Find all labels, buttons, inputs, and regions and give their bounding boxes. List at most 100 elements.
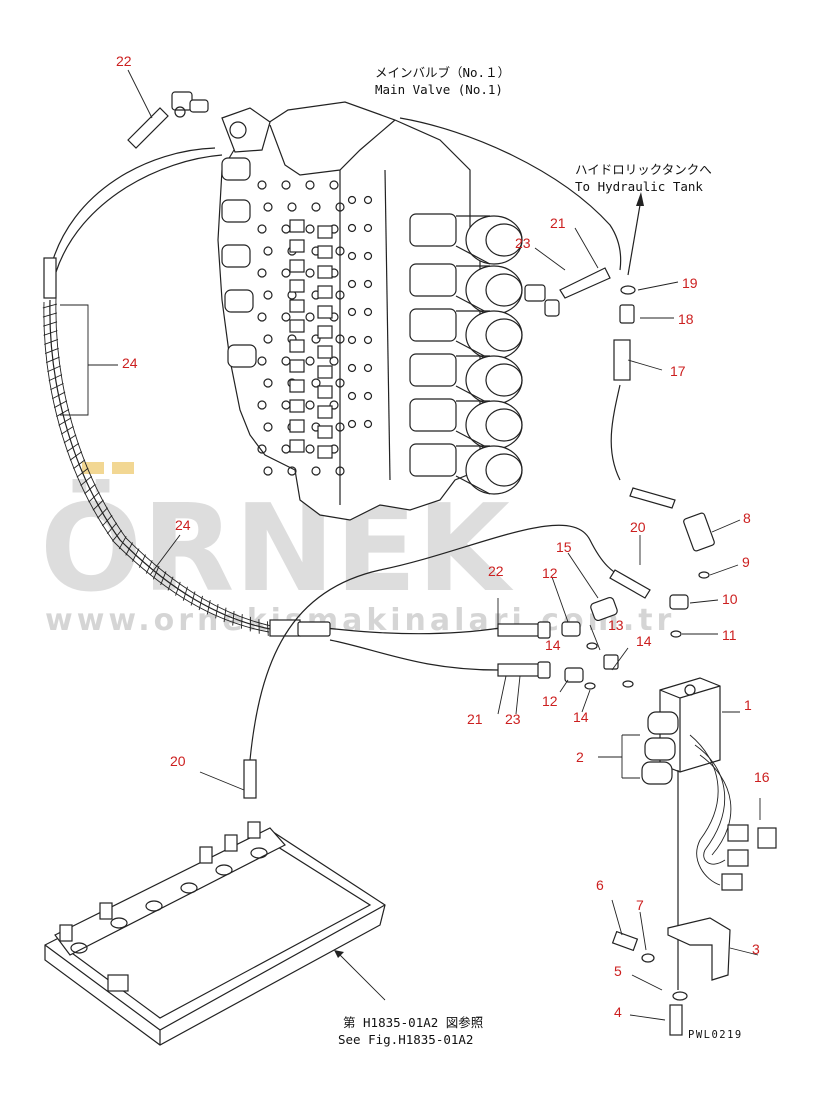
callout-14: 14 <box>545 637 561 653</box>
callout-1: 1 <box>744 697 752 713</box>
left-port <box>224 289 254 313</box>
valve-hole <box>257 268 267 278</box>
callout-9: 9 <box>742 554 750 570</box>
spool-cap <box>465 355 523 405</box>
nut-21-mid <box>537 661 551 679</box>
oring-11 <box>670 630 682 638</box>
callout-21: 21 <box>467 711 483 727</box>
valve-hole <box>363 391 373 401</box>
valve-plug <box>289 239 305 253</box>
spool-edge <box>455 445 491 495</box>
valve-hole <box>263 378 273 388</box>
valve-hole <box>347 363 357 373</box>
frame-lug <box>107 974 129 992</box>
main-valve-en: Main Valve (No.1) <box>375 82 503 97</box>
hose-fitting-upper <box>43 257 57 299</box>
valve-hole <box>281 312 291 322</box>
spring-guard <box>49 299 276 631</box>
valve-plug <box>289 279 305 293</box>
valve-plug <box>317 385 333 399</box>
adapter-18 <box>619 304 635 324</box>
oring-14-lower <box>584 682 596 690</box>
fitting-22-mid <box>497 623 541 637</box>
manifold-hole <box>145 900 163 912</box>
spring-coil <box>66 442 80 452</box>
tank-arrow-head <box>636 192 644 206</box>
left-port <box>221 199 251 223</box>
callout-20: 20 <box>170 753 186 769</box>
valve-hole <box>347 195 357 205</box>
spring-coil <box>240 614 243 629</box>
hose-end-20-lower <box>243 759 257 799</box>
valve-plug <box>289 219 305 233</box>
valve-hole <box>363 251 373 261</box>
spring-coil <box>47 365 61 373</box>
valve-left-ports <box>221 157 257 368</box>
spool-cap <box>465 310 523 360</box>
base-frame <box>44 821 386 1046</box>
spool-cap-face <box>485 408 523 442</box>
hose-upper-outer <box>55 154 223 273</box>
spool-body <box>409 263 457 297</box>
spring-coil <box>145 560 153 574</box>
left-port <box>227 344 257 368</box>
bracket-24 <box>60 304 89 416</box>
spring-coil <box>266 621 269 636</box>
connector <box>727 824 749 842</box>
manifold-hole <box>250 847 268 859</box>
callout-7: 7 <box>636 897 644 913</box>
spring-coil <box>44 339 59 345</box>
oring-19 <box>620 285 636 295</box>
frame-edges <box>44 904 386 1045</box>
valve-hole <box>305 400 315 410</box>
valve-hole <box>335 290 345 300</box>
valve-hole <box>305 444 315 454</box>
valve-hole <box>335 378 345 388</box>
tank-jp: ハイドロリックタンクへ <box>575 162 712 177</box>
valve-hole <box>257 312 267 322</box>
callout-12: 12 <box>542 693 558 709</box>
connector <box>727 849 749 867</box>
manifold-bar <box>54 827 286 956</box>
left-hose-assembly <box>42 91 501 637</box>
valve-hole <box>363 195 373 205</box>
valve-hole <box>257 224 267 234</box>
spring-coil <box>43 321 58 327</box>
valve-hole <box>257 400 267 410</box>
spring-coil <box>106 522 118 535</box>
leader-lines <box>88 69 759 1021</box>
valve-hole <box>363 419 373 429</box>
callout-23: 23 <box>505 711 521 727</box>
valve-plug <box>317 445 333 459</box>
plug-13 <box>603 654 619 670</box>
valve-plug <box>289 339 305 353</box>
valve-hole <box>263 466 273 476</box>
nut-22-mid <box>537 621 551 639</box>
watermark-brand: ÖRNEK <box>40 479 514 619</box>
see-en: See Fig.H1835-01A2 <box>338 1032 473 1047</box>
manifold-hole <box>180 882 198 894</box>
spring-coil <box>48 374 63 382</box>
spring-guard-coils <box>42 297 282 636</box>
valve-hole <box>287 466 297 476</box>
valve-plug <box>317 285 333 299</box>
fitting-21-top <box>559 267 611 299</box>
pressure-switch-8 <box>683 512 715 552</box>
valve-hole <box>335 202 345 212</box>
valve-plug <box>289 299 305 313</box>
spool-cap <box>465 215 523 265</box>
manifold-hole <box>70 942 88 954</box>
valve-hole <box>257 356 267 366</box>
spring-edge <box>43 301 270 633</box>
callout-22: 22 <box>116 53 132 69</box>
spring-coil <box>97 507 108 519</box>
manifold-nipple <box>224 834 238 852</box>
valve-hole <box>363 223 373 233</box>
top-right-lines <box>399 117 676 509</box>
elbow-22-top-nipple <box>189 99 209 113</box>
spool-cap <box>465 445 523 495</box>
manifold-ports <box>59 821 268 954</box>
valve-hole <box>329 400 339 410</box>
spool-cap <box>465 265 523 315</box>
elbow-12-lower <box>564 667 584 683</box>
